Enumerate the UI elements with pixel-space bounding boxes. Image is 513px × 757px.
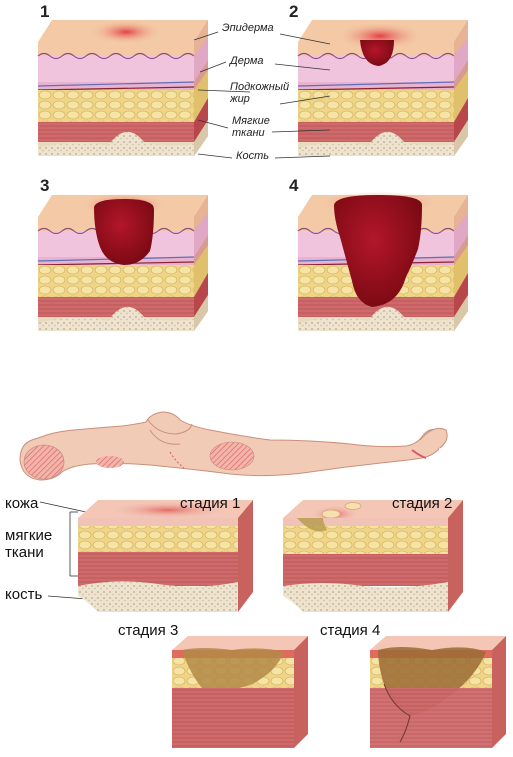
label-skin: кожа — [5, 495, 39, 512]
stage-1-label: стадия 1 — [180, 495, 241, 512]
stage-1-redness — [113, 502, 223, 518]
bone-deep-wound — [334, 195, 422, 307]
stage-2-cube — [297, 19, 469, 157]
label-soft-tissue-bottom: мягкие ткани — [5, 527, 53, 561]
lying-body-illustration — [19, 411, 448, 481]
panel-number-2: 2 — [289, 2, 299, 21]
panel-number-4: 4 — [289, 176, 299, 195]
label-soft-tissue: Мягкие ткани — [232, 115, 270, 139]
stage-2-blister — [321, 509, 341, 519]
stage-2-label: стадия 2 — [392, 495, 453, 512]
redness-spot — [90, 20, 162, 44]
label-epidermis: Эпидерма — [222, 22, 274, 34]
label-dermis: Дерма — [230, 55, 264, 67]
blister-wound — [360, 40, 394, 66]
stage-1-cube — [37, 19, 209, 157]
bottom-stage-1-block — [78, 500, 253, 612]
panel-number-1: 1 — [40, 2, 50, 21]
sacrum-pressure-area — [209, 441, 255, 471]
bottom-stage-4-block — [370, 636, 506, 748]
bottom-stage-2-block — [283, 500, 463, 612]
deep-wound — [94, 199, 154, 265]
label-bone-bottom: кость — [5, 586, 43, 603]
label-bone: Кость — [236, 150, 270, 162]
bottom-stage-3-block — [172, 636, 308, 748]
stage-3-label: стадия 3 — [118, 622, 179, 639]
label-subcutaneous-fat: Подкожный жир — [230, 81, 290, 105]
stage-3-crater — [182, 648, 284, 691]
head-pressure-area — [23, 444, 65, 480]
shoulder-pressure-area — [96, 456, 124, 468]
stage-4-label: стадия 4 — [320, 622, 381, 639]
top-leader-lines — [193, 31, 331, 159]
panel-number-3: 3 — [40, 176, 50, 195]
stage-4-cube — [297, 191, 469, 332]
stage-3-cube — [37, 193, 209, 332]
